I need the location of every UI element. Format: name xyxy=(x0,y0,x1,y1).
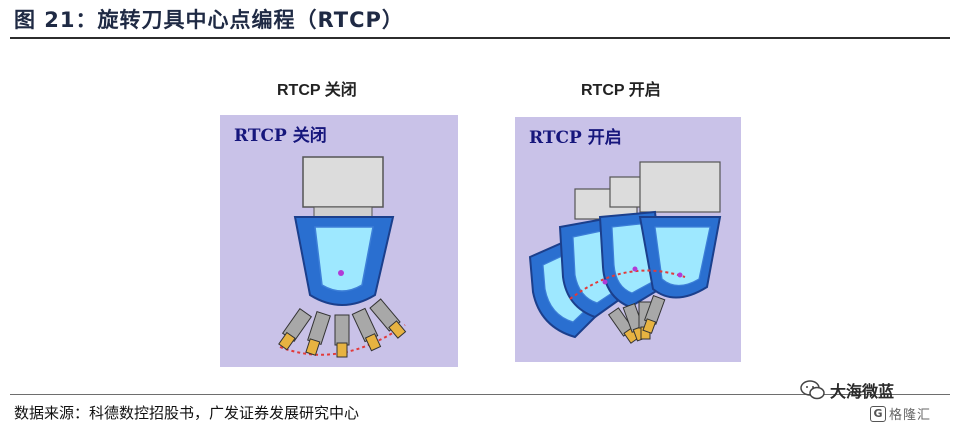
rtcp-off-illustration: RTCP 关闭 xyxy=(220,115,458,367)
tool-4 xyxy=(351,307,382,352)
spindle-housing xyxy=(639,161,721,213)
top-divider xyxy=(10,37,950,39)
wechat-account-name: 大海微蓝 xyxy=(830,382,895,401)
spindle-housing xyxy=(302,156,384,208)
head-center-dot xyxy=(632,266,638,272)
rtcp-on-tag: RTCP 开启 xyxy=(529,128,622,148)
bottom-divider xyxy=(10,394,950,395)
rtcp-on-drawing xyxy=(528,161,722,344)
head-center-dot xyxy=(338,270,344,276)
source-note: 数据来源：科德数控招股书，广发证券发展研究中心 xyxy=(14,404,360,422)
wechat-watermark: 大海微蓝 xyxy=(800,378,894,402)
brand-name: 格隆汇 xyxy=(889,408,932,423)
tool-4 xyxy=(642,295,666,334)
brand-watermark: G 格隆汇 xyxy=(870,404,931,423)
tool-3 xyxy=(334,314,350,358)
panel-label-rtcp-off: RTCP 关闭 xyxy=(277,82,357,99)
figure-title: 图 21：旋转刀具中心点编程（RTCP） xyxy=(14,8,404,32)
brand-logo-icon: G xyxy=(870,405,886,422)
tool-5 xyxy=(369,298,407,339)
tool-1 xyxy=(278,308,313,351)
rtcp-off-tag: RTCP 关闭 xyxy=(234,126,327,146)
rtcp-on-illustration: RTCP 开启 xyxy=(515,117,741,362)
panel-label-rtcp-on: RTCP 开启 xyxy=(581,82,661,99)
tool-1 xyxy=(607,307,639,344)
rotary-head-window xyxy=(314,226,374,292)
rtcp-off-drawing xyxy=(278,156,407,358)
spindle-neck xyxy=(313,206,373,218)
tool-path-arc xyxy=(569,269,686,300)
wechat-icon xyxy=(800,380,825,400)
tool-2 xyxy=(305,310,331,356)
